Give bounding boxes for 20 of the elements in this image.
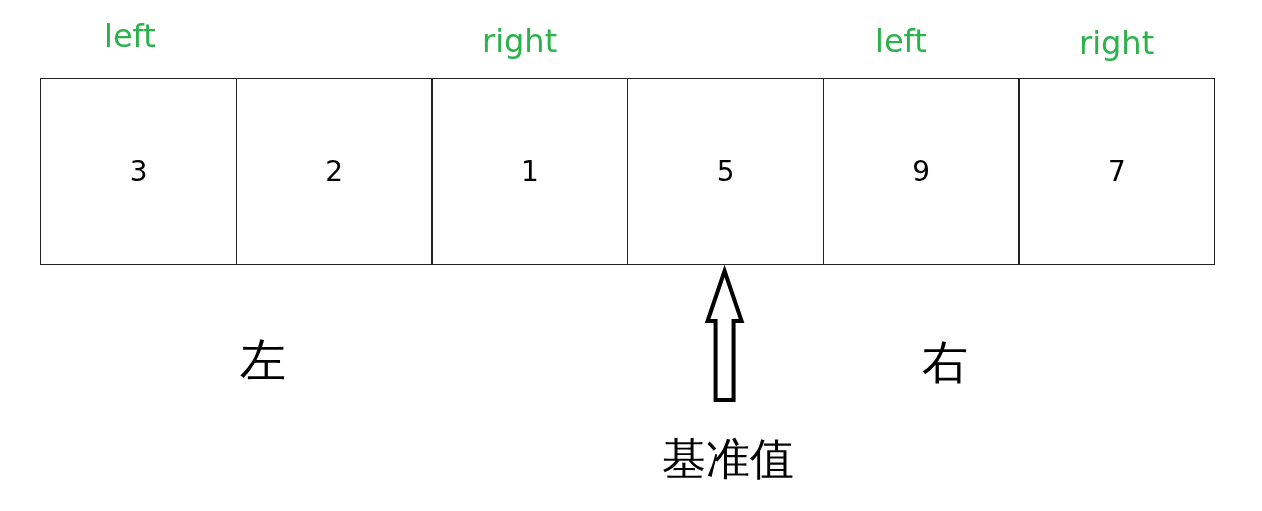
- array-cell: [40, 78, 238, 265]
- array-cell: [627, 78, 825, 265]
- array-cell: [822, 78, 1020, 265]
- cell-value: 9: [912, 155, 931, 188]
- pointer-label: left: [875, 22, 927, 60]
- pivot-label: 基准值: [662, 430, 794, 489]
- array-cell: [431, 78, 629, 265]
- cell-value: 7: [1108, 155, 1126, 188]
- array-cell: [235, 78, 433, 265]
- side-label: 左: [240, 332, 286, 389]
- array-cell: [1018, 78, 1216, 265]
- cell-value: 1: [521, 155, 539, 188]
- hollow-arrow: [704, 264, 745, 402]
- cell-value: 3: [129, 155, 148, 188]
- pointer-label: left: [104, 17, 156, 55]
- side-label: 右: [922, 334, 968, 391]
- cell-value: 5: [716, 155, 735, 188]
- cell-value: 2: [325, 155, 344, 188]
- pointer-label: right: [482, 22, 558, 60]
- pointer-label: right: [1079, 24, 1155, 62]
